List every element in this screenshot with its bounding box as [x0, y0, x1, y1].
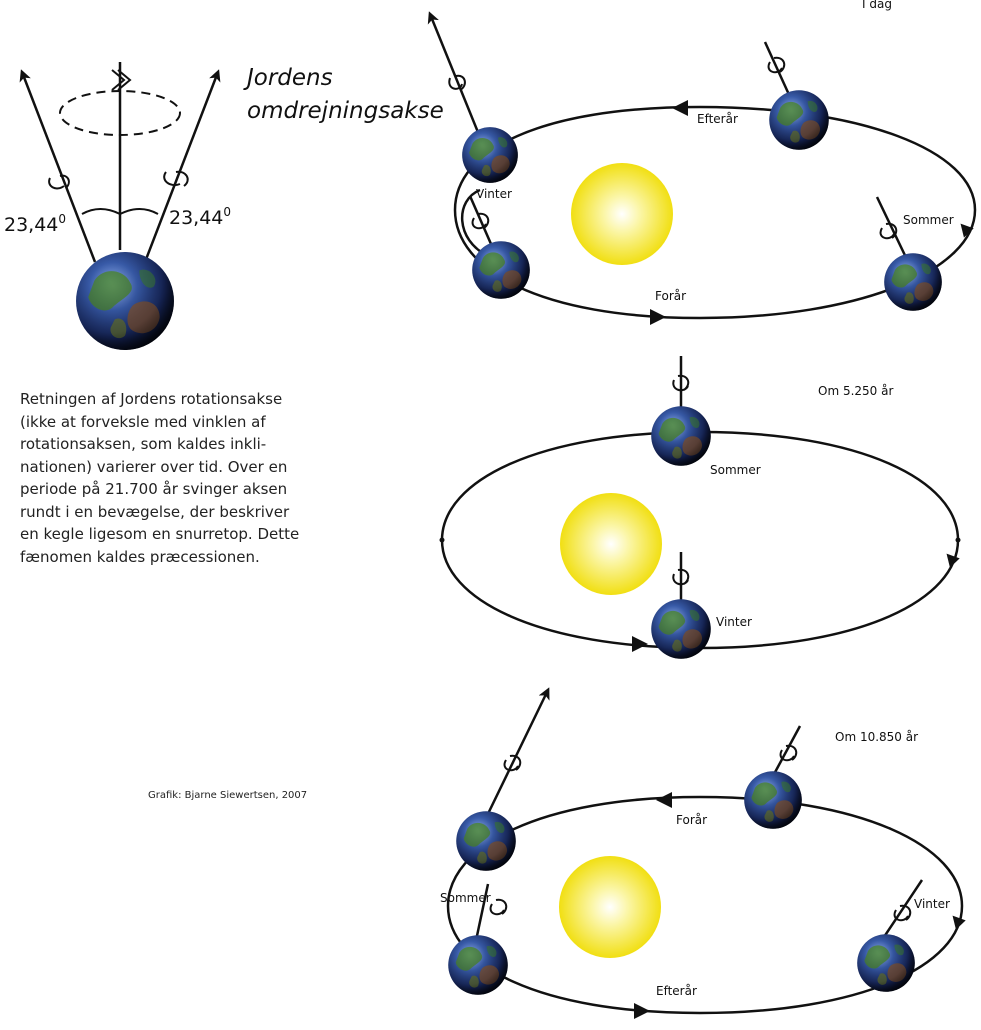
earth-icon	[857, 934, 915, 992]
spin-icon	[672, 374, 690, 392]
orbit-10850: Om 10.850 år Forår Sommer Efterår Vinter	[440, 687, 966, 1019]
angle-left-label: 23,440	[4, 212, 66, 236]
orbit-today-arrow-right-icon	[960, 223, 974, 238]
earth-icon	[472, 241, 530, 299]
orbit-10850-arrow-top-icon	[656, 792, 672, 808]
earth-icon	[448, 935, 508, 995]
spin-icon	[672, 568, 690, 586]
orbit-5250-title: Om 5.250 år	[818, 384, 893, 398]
orbit-10850-arrow-right-icon	[952, 915, 966, 930]
double-chevron-icon	[111, 69, 132, 91]
orbit-10850-label-sommer: Sommer	[440, 891, 491, 905]
right-angle-arc	[119, 208, 159, 215]
orbit-today-label-efteraar: Efterår	[697, 112, 738, 126]
axis-line	[427, 11, 488, 153]
left-tilted-axis	[19, 69, 97, 263]
sun	[571, 163, 673, 265]
axis-figure: Jordens omdrejningsakse 23,440 23,440	[4, 62, 444, 350]
earth-icon	[744, 771, 802, 829]
orbit-10850-label-vinter: Vinter	[914, 897, 950, 911]
description-text: Retningen af Jordens rotationsakse (ikke…	[20, 388, 340, 568]
left-angle-arc	[81, 208, 121, 215]
earth-icon	[76, 252, 174, 350]
spin-icon	[879, 222, 898, 240]
description-line: en kegle ligesom en snurretop. Dette	[20, 525, 300, 543]
right-spin-arrow-icon	[163, 170, 189, 187]
spin-icon	[503, 754, 522, 772]
earth-icon	[462, 127, 518, 183]
orbit-10850-arrow-bottom-icon	[634, 1003, 650, 1019]
angle-right-degree: 0	[223, 205, 231, 219]
orbit-today-inner-arc	[460, 188, 489, 258]
orbit-10850-title: Om 10.850 år	[835, 730, 918, 744]
left-spin-arrow-icon	[48, 174, 70, 190]
angle-left-degree: 0	[58, 212, 66, 226]
orbit-5250: Om 5.250 år Sommer Vinter	[439, 356, 961, 659]
orbit-today-label-foraar: Forår	[655, 289, 686, 303]
orbit-today-arrow-top-icon	[672, 100, 688, 116]
description-line: rundt i en bevægelse, der beskriver	[20, 502, 290, 521]
description-line: nationen) varierer over tid. Over en	[20, 457, 288, 476]
axis-title-line2: omdrejningsakse	[247, 98, 444, 124]
earth-icon	[769, 90, 829, 150]
spin-icon	[779, 744, 798, 762]
axis-line	[771, 725, 802, 777]
orbit-today-label-sommer: Sommer	[903, 213, 954, 227]
angle-right-label: 23,440	[169, 205, 231, 229]
angle-right-value: 23,44	[169, 207, 223, 229]
sun	[560, 493, 662, 595]
axis-line	[483, 687, 550, 821]
sun	[559, 856, 661, 958]
earth-icon	[456, 811, 516, 871]
earth-icon	[884, 253, 942, 311]
orbit-today-label-vinter: Vinter	[476, 187, 512, 201]
earth-icon	[651, 406, 711, 466]
orbit-node	[955, 537, 961, 543]
spin-icon	[489, 898, 508, 916]
spin-icon	[471, 212, 490, 230]
spin-icon	[448, 74, 466, 91]
description-line: fænomen kaldes præcessionen.	[20, 547, 260, 566]
earth-icon	[651, 599, 711, 659]
orbit-5250-arrow-right-icon	[946, 553, 960, 568]
orbit-10850-label-foraar: Forår	[676, 813, 707, 827]
description-line: (ikke at forveksle med vinklen af	[20, 412, 266, 431]
orbit-5250-label-vinter: Vinter	[716, 615, 752, 629]
description-line: rotationsaksen, som kaldes inkli-	[20, 435, 267, 453]
description-line: periode på 21.700 år svinger aksen	[20, 480, 288, 498]
axis-line	[880, 879, 924, 941]
axis-title-line1: Jordens	[243, 65, 333, 91]
orbit-today-arrow-bottom-icon	[650, 309, 666, 325]
spin-icon	[767, 56, 786, 74]
orbit-node	[439, 537, 445, 543]
right-tilted-axis	[143, 69, 221, 263]
orbit-today: I dag Vinter Forår Efterår Sommer	[427, 0, 977, 325]
spin-icon	[893, 904, 912, 922]
orbit-today-title: I dag	[862, 0, 892, 11]
angle-left-value: 23,44	[4, 214, 58, 236]
orbit-5250-arrow-bottom-icon	[632, 636, 648, 652]
description-line: Retningen af Jordens rotationsakse	[20, 390, 283, 408]
orbit-5250-label-sommer: Sommer	[710, 463, 761, 477]
credit-text: Grafik: Bjarne Siewertsen, 2007	[148, 790, 308, 801]
orbit-10850-label-efteraar: Efterår	[656, 984, 697, 998]
